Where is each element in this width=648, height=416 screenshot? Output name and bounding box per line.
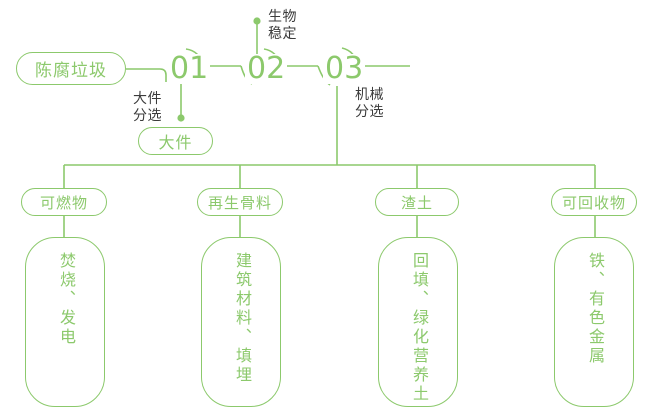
- category-pill-residue-soil[interactable]: 渣土: [375, 188, 459, 216]
- destination-box-residue-soil[interactable]: 回填、绿化营养土: [378, 237, 458, 407]
- annotation-mechanical-sorting: 机械 分选: [355, 86, 384, 119]
- input-node-stale-waste[interactable]: 陈腐垃圾: [16, 52, 126, 85]
- destination-box-combustibles[interactable]: 焚烧、发电: [25, 237, 105, 407]
- category-pill-combustibles[interactable]: 可燃物: [21, 188, 107, 216]
- stage-number-03[interactable]: 03: [323, 51, 366, 86]
- destination-box-recycled-aggregate[interactable]: 建筑材料、填埋: [201, 237, 281, 407]
- line-root-to-01: [126, 68, 167, 82]
- destination-text-residue-soil: 回填、绿化营养土: [410, 252, 427, 404]
- category-pill-recyclables[interactable]: 可回收物: [551, 188, 637, 216]
- annotation-bulky-sorting: 大件 分选: [133, 90, 162, 123]
- stage-number-01[interactable]: 01: [168, 51, 211, 86]
- destination-text-combustibles: 焚烧、发电: [57, 252, 74, 347]
- destination-text-recyclables: 铁、有色金属: [586, 252, 603, 366]
- destination-text-recycled-aggregate: 建筑材料、填埋: [233, 252, 250, 385]
- dot-bio-callout: [253, 17, 261, 25]
- destination-box-recyclables[interactable]: 铁、有色金属: [554, 237, 634, 407]
- output-node-bulky[interactable]: 大件: [138, 127, 213, 155]
- stage-number-02[interactable]: 02: [245, 51, 288, 86]
- category-pill-recycled-aggregate[interactable]: 再生骨料: [197, 188, 283, 216]
- dot-bulky-callout: [177, 114, 185, 122]
- annotation-bio-stabilization: 生物 稳定: [268, 8, 297, 41]
